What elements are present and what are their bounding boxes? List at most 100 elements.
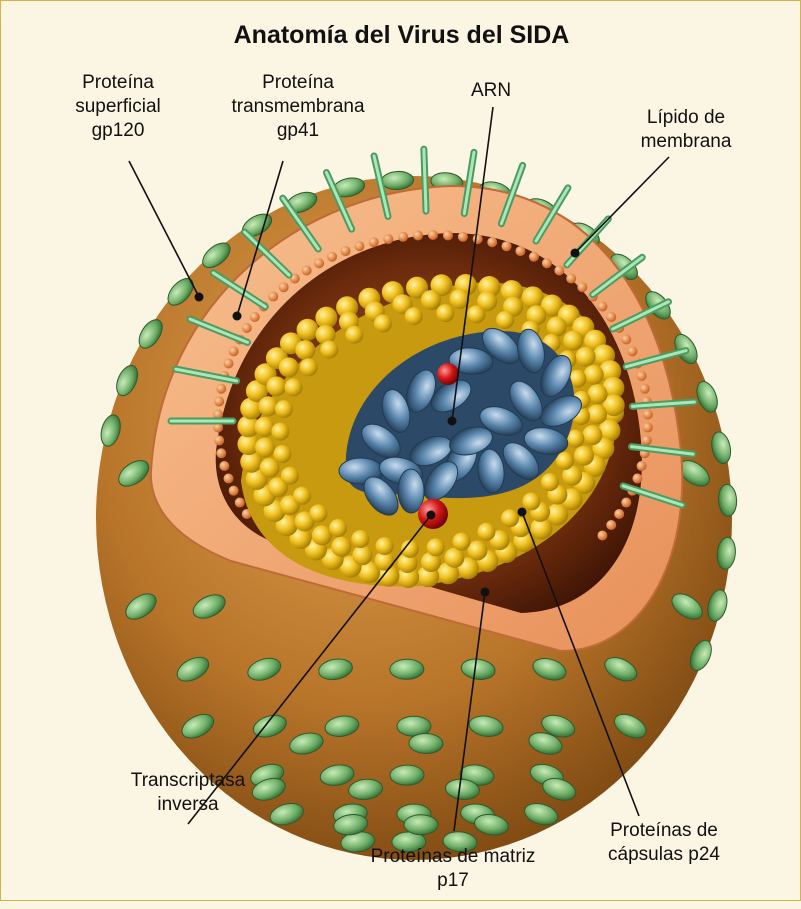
matrix-bead [627, 346, 637, 356]
matrix-bead [597, 301, 607, 311]
capsid-protein [541, 473, 559, 491]
capsid-protein [309, 504, 327, 522]
label-matrix-proteins-p17: Proteínas de matriz p17 [353, 845, 553, 893]
label-reverse-transcriptase: Transcriptasa inversa [113, 769, 263, 817]
matrix-bead [413, 230, 423, 240]
capsid-protein [279, 357, 299, 377]
matrix-bead [458, 232, 468, 242]
reverse-transcriptase-top [437, 363, 459, 385]
matrix-bead [637, 371, 647, 381]
matrix-bead [229, 346, 239, 356]
matrix-bead [216, 384, 226, 394]
matrix-bead [235, 498, 245, 508]
capsid-protein [352, 545, 372, 565]
capsid-protein [284, 378, 302, 396]
capsid-protein [329, 519, 347, 537]
capsid-protein [255, 438, 275, 458]
capsid-protein [444, 548, 464, 568]
capsid-protein [467, 540, 487, 560]
matrix-bead [554, 266, 564, 276]
matrix-bead [214, 435, 224, 445]
label-capsid-proteins-p24: Proteínas de cápsulas p24 [589, 819, 739, 867]
matrix-bead [302, 266, 312, 276]
matrix-bead [542, 258, 552, 268]
capsid-protein [351, 530, 369, 548]
capsid-protein [496, 311, 514, 329]
capsid-protein [297, 319, 319, 341]
matrix-bead [398, 232, 408, 242]
matrix-bead [341, 246, 351, 256]
envelope-knob [390, 765, 424, 786]
matrix-bead [428, 230, 438, 240]
matrix-bead [224, 359, 234, 369]
matrix-bead [224, 473, 234, 483]
matrix-bead [643, 422, 653, 432]
matrix-bead [621, 334, 631, 344]
matrix-bead [268, 292, 278, 302]
matrix-bead [637, 461, 647, 471]
label-surface-protein-gp120: Proteína superficial gp120 [53, 71, 183, 143]
capsid-protein [467, 305, 485, 323]
label-transmembrane-protein-gp41: Proteína transmembrana gp41 [223, 71, 373, 143]
envelope-knob [409, 733, 444, 754]
matrix-bead [369, 237, 379, 247]
capsid-protein [258, 396, 278, 416]
matrix-bead [577, 282, 587, 292]
matrix-bead [473, 234, 483, 244]
capsid-protein [374, 314, 392, 332]
matrix-bead [214, 397, 224, 407]
capsid-protein [547, 317, 567, 337]
capsid-protein [320, 341, 338, 359]
matrix-bead [354, 241, 364, 251]
matrix-bead [443, 230, 453, 240]
matrix-bead [606, 520, 616, 530]
capsid-protein [501, 509, 519, 527]
matrix-bead [229, 486, 239, 496]
capsid-protein [293, 487, 311, 505]
capsid-protein [574, 446, 594, 466]
matrix-bead [614, 509, 624, 519]
matrix-bead [216, 448, 226, 458]
capsid-protein [563, 331, 583, 351]
matrix-bead [515, 246, 525, 256]
capsid-protein [522, 492, 540, 510]
capsid-protein [452, 533, 470, 551]
capsid-protein [421, 290, 441, 310]
matrix-bead [314, 258, 324, 268]
capsid-protein [312, 525, 332, 545]
label-rna: ARN [456, 79, 526, 103]
envelope-knob [404, 814, 438, 835]
matrix-bead [327, 252, 337, 262]
label-membrane-lipid: Lípido de membrana [621, 106, 751, 154]
matrix-bead [219, 461, 229, 471]
matrix-bead [632, 473, 642, 483]
capsid-protein [273, 445, 291, 463]
capsid-protein [477, 523, 495, 541]
capsid-protein [405, 307, 423, 325]
capsid-protein [331, 537, 351, 557]
capsid-protein [584, 365, 604, 385]
capsid-protein [436, 304, 454, 322]
capsid-protein [376, 537, 394, 555]
matrix-bead [640, 384, 650, 394]
capsid-protein [587, 404, 607, 424]
capsid-protein [345, 326, 363, 344]
matrix-bead [621, 498, 631, 508]
capsid-protein [271, 423, 289, 441]
capsid-protein [295, 340, 315, 360]
matrix-bead [250, 312, 260, 322]
capsid-protein [427, 538, 445, 556]
envelope-knob [390, 659, 424, 680]
matrix-bead [529, 252, 539, 262]
capsid-protein [576, 347, 596, 367]
matrix-bead [502, 241, 512, 251]
matrix-bead [242, 323, 252, 333]
matrix-bead [597, 531, 607, 541]
capsid-protein [275, 400, 293, 418]
capsid-protein [281, 467, 299, 485]
matrix-bead [643, 410, 653, 420]
capsid-protein [266, 376, 286, 396]
matrix-bead [566, 274, 576, 284]
capsid-protein [582, 425, 602, 445]
